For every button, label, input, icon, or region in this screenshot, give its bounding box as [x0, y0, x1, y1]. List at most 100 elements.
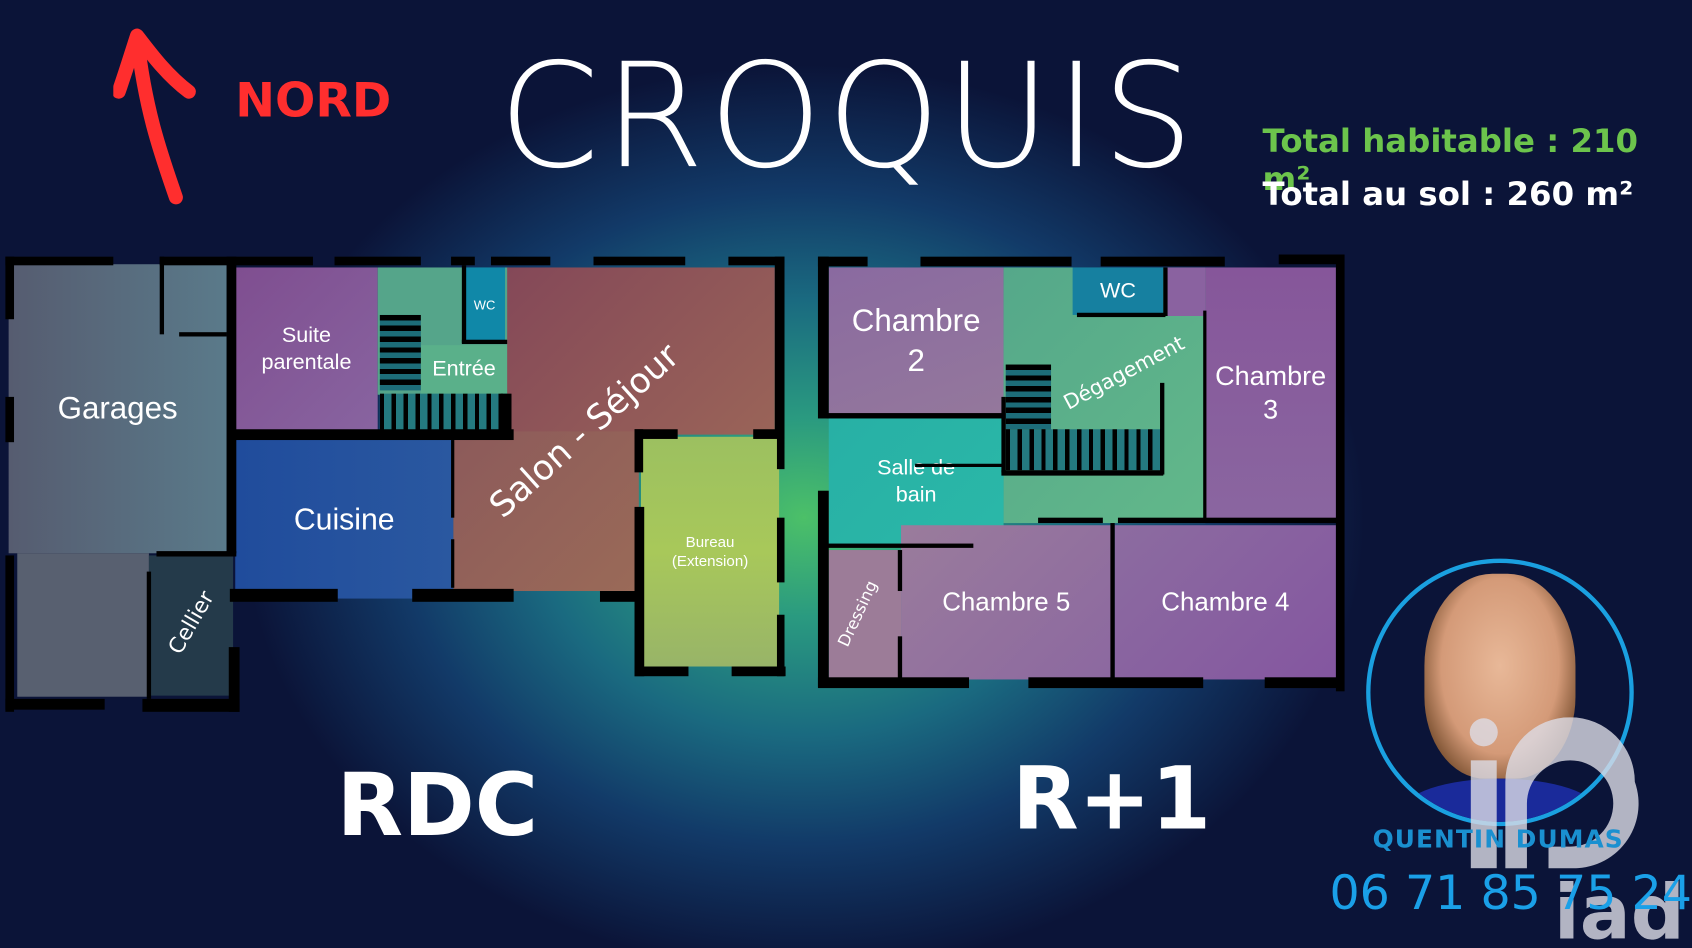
wall	[159, 256, 165, 335]
wall	[451, 256, 475, 266]
level-label-r1: R+1	[1012, 748, 1212, 849]
room-label: 2	[907, 343, 925, 379]
level-label-rdc: RDC	[336, 754, 539, 856]
wall	[226, 256, 237, 554]
agent-name: QUENTIN DUMAS	[1372, 826, 1624, 855]
wall	[451, 440, 455, 518]
wall	[5, 698, 105, 710]
room-cellier	[148, 555, 234, 696]
wall	[897, 636, 903, 680]
staircase-r1-turn	[1005, 429, 1163, 471]
room-bureau: Bureau(Extension)	[640, 436, 780, 667]
wall	[634, 429, 678, 439]
room-dressing	[828, 550, 902, 680]
room-label: Chambre	[851, 304, 981, 339]
room-label: Salle de	[877, 456, 956, 480]
wall	[1110, 523, 1115, 680]
wall	[817, 677, 970, 689]
wall	[728, 256, 785, 266]
wall	[731, 666, 786, 677]
room-chambre-5: Chambre 5	[901, 525, 1112, 680]
room-salon-sejour	[507, 267, 775, 435]
room-wc: WC	[464, 267, 506, 343]
wall	[826, 543, 974, 548]
room-label: 3	[1263, 394, 1279, 425]
north-arrow-icon	[113, 28, 196, 205]
wall	[1076, 312, 1166, 318]
room-salon-lower	[453, 431, 639, 592]
wall	[228, 647, 240, 712]
wall	[179, 332, 227, 337]
north-label: NORD	[235, 73, 392, 129]
staircase-rdc-turn	[379, 393, 508, 432]
wall	[1100, 256, 1225, 267]
wall	[490, 256, 551, 266]
wall	[817, 256, 868, 267]
wall	[817, 256, 829, 419]
room-suite-parentale: Suite parentale	[235, 267, 378, 432]
room-cuisine: Cuisine	[235, 440, 454, 599]
room-garage-lower	[17, 553, 149, 697]
room-label: Chambre 4	[1161, 587, 1290, 617]
wall	[1160, 382, 1165, 475]
wall	[776, 436, 785, 470]
room-label: Garages	[57, 391, 178, 426]
room-label: Bureau	[685, 532, 735, 551]
room-label: WC	[473, 297, 496, 313]
wall	[753, 429, 785, 439]
wall	[334, 256, 421, 266]
room-entree: Entrée	[420, 345, 508, 394]
wall	[634, 666, 689, 677]
room-label: Chambre	[1215, 361, 1327, 392]
wall	[593, 256, 686, 266]
wall	[235, 429, 514, 441]
wall	[599, 591, 644, 602]
staircase-rdc	[379, 314, 421, 391]
wall	[774, 256, 785, 435]
wall	[915, 463, 1004, 467]
page-title: CROQUIS	[498, 32, 1199, 201]
wall	[1117, 517, 1339, 524]
room-label: WC	[1099, 278, 1136, 303]
wall	[776, 614, 785, 677]
wall	[776, 517, 785, 583]
wall	[412, 588, 514, 602]
room-label: Suite parentale	[261, 323, 352, 375]
total-sol: Total au sol : 260 m²	[1262, 175, 1634, 214]
wall	[1335, 254, 1345, 692]
wall	[817, 490, 829, 688]
staircase-r1	[1005, 364, 1052, 430]
room-garages: Garages	[8, 264, 227, 554]
room-label: Cuisine	[293, 502, 395, 537]
wall	[461, 265, 467, 343]
wall	[1264, 677, 1343, 689]
wall	[451, 539, 455, 588]
wall	[1163, 267, 1168, 317]
room-chambre-2: Chambre 2	[828, 267, 1004, 416]
room-chambre-4: Chambre 4	[1114, 525, 1336, 680]
iad-logo: iad	[1469, 717, 1685, 948]
wall	[920, 256, 1072, 267]
wall	[500, 393, 512, 437]
room-label: Chambre 5	[942, 587, 1071, 617]
total-habitable: Total habitable : 210 m²	[1262, 122, 1639, 199]
wall	[1001, 396, 1006, 473]
wall	[5, 555, 15, 712]
wall	[634, 429, 644, 473]
wall	[156, 551, 237, 557]
wall	[146, 571, 152, 699]
wall	[1038, 517, 1103, 524]
wall	[897, 550, 903, 592]
wall	[634, 506, 645, 677]
wall	[461, 339, 508, 345]
agent-phone[interactable]: 06 71 85 75 24	[1329, 866, 1692, 922]
room-wc-r1: WC	[1072, 267, 1164, 315]
wall	[5, 396, 15, 443]
wall	[229, 588, 338, 602]
wall	[1203, 310, 1207, 521]
wall	[1028, 677, 1204, 689]
wall	[826, 413, 1006, 419]
svg-text:iad: iad	[1554, 868, 1685, 948]
